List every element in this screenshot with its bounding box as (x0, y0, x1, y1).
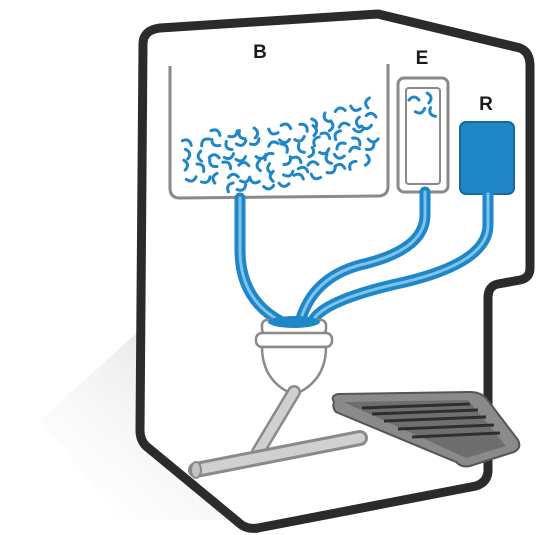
label-r: R (479, 94, 493, 115)
label-e: E (416, 48, 429, 69)
container-r (460, 122, 514, 194)
label-b: B (253, 42, 267, 63)
